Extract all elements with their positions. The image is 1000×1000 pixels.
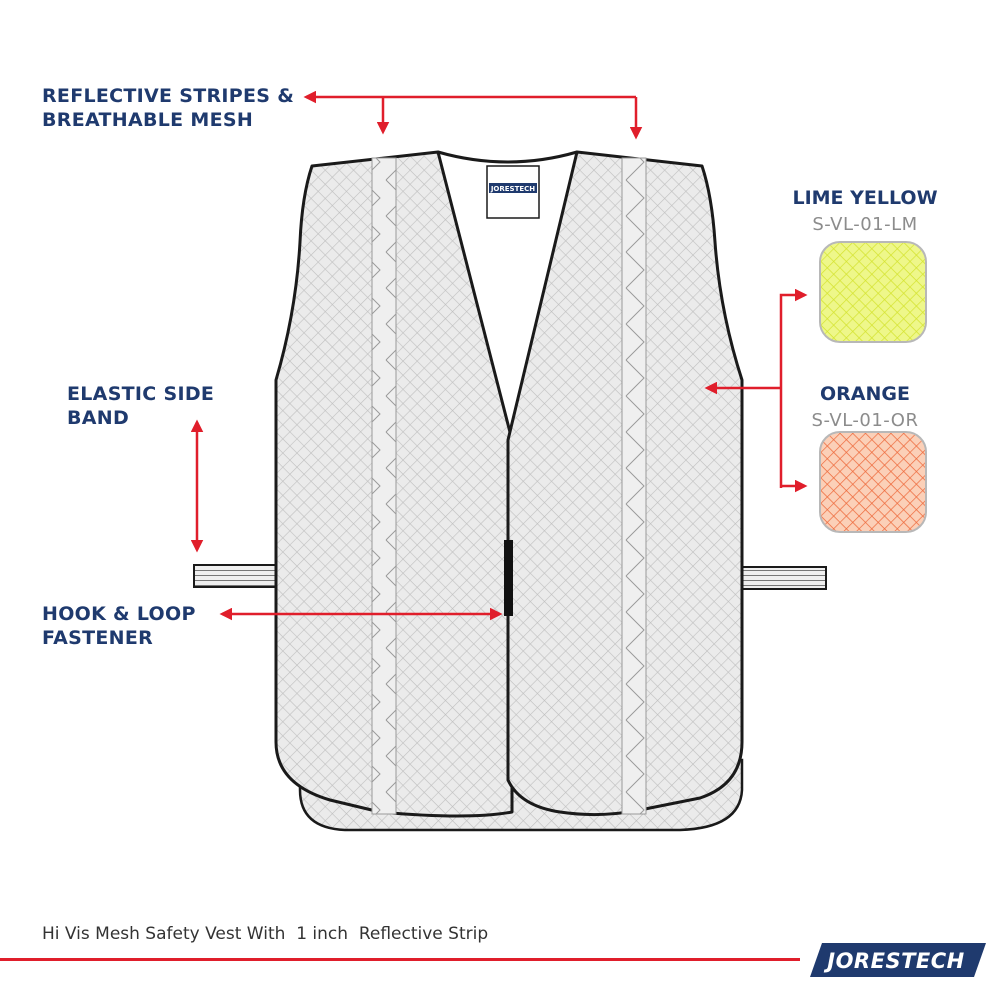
reflective-stripe-left bbox=[371, 157, 397, 815]
elastic-side-band-label: ELASTIC SIDE BAND bbox=[67, 383, 215, 429]
hook-loop-fastener-label: HOOK & LOOP FASTENER bbox=[42, 603, 196, 649]
neck-tag-text: JORESTECH bbox=[490, 185, 535, 193]
reflective-stripe-right bbox=[621, 157, 647, 815]
swatch-orange-code: S-VL-01-OR bbox=[811, 410, 919, 431]
elastic-side-band-right bbox=[741, 566, 827, 590]
hook-loop-fastener bbox=[504, 540, 513, 616]
swatch-lime-yellow bbox=[819, 241, 927, 343]
swatch-lime-yellow-code: S-VL-01-LM bbox=[812, 214, 918, 235]
vest-neck-edge bbox=[437, 150, 578, 164]
footer-divider bbox=[0, 958, 800, 961]
elastic-side-band-left bbox=[193, 564, 279, 588]
reflective-stripes-label: REFLECTIVE STRIPES & BREATHABLE MESH bbox=[42, 85, 295, 131]
neck-tag: JORESTECH bbox=[486, 165, 540, 219]
brand-logo: JORESTECH bbox=[810, 943, 986, 977]
swatch-orange bbox=[819, 431, 927, 533]
swatch-lime-yellow-name: LIME YELLOW bbox=[792, 187, 938, 209]
color-options-arrow bbox=[704, 288, 808, 493]
product-caption: Hi Vis Mesh Safety Vest With 1 inch Refl… bbox=[42, 924, 489, 944]
brand-logo-text: JORESTECH bbox=[823, 949, 964, 973]
reflective-arrow bbox=[303, 90, 643, 140]
swatch-orange-name: ORANGE bbox=[820, 383, 910, 405]
